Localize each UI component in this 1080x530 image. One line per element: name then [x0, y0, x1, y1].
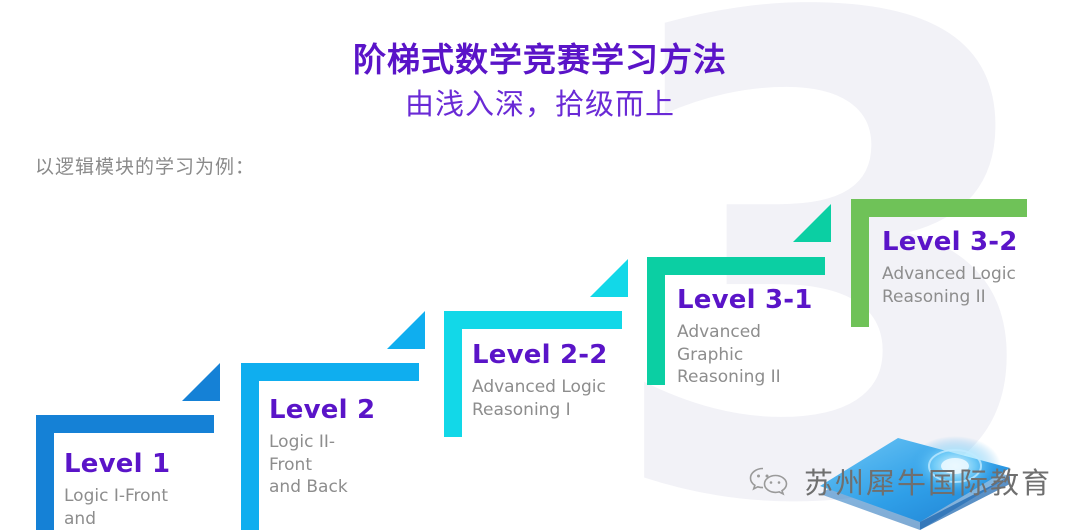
step-labels: Level 2 Logic II-Front and Back: [269, 396, 375, 499]
bracket-top-bar: [851, 199, 1027, 217]
step-description: Advanced Logic Reasoning II: [882, 263, 1016, 307]
step-arrow-icon: [387, 311, 425, 349]
bracket-left-bar: [36, 415, 54, 530]
bracket-top-bar: [241, 363, 419, 381]
bracket-left-bar: [444, 311, 462, 437]
step-level-label: Level 2-2: [472, 340, 608, 370]
bracket-top-bar: [444, 311, 622, 329]
bracket-top-bar: [647, 257, 825, 275]
step-description: Logic I-Front and Back: [64, 485, 168, 529]
step-arrow-icon: [793, 204, 831, 242]
step-labels: Level 2-2 Advanced Logic Reasoning I: [472, 341, 608, 421]
watermark-logo-text: 苏州犀牛国际教育: [803, 466, 1052, 500]
wechat-icon: [749, 467, 788, 496]
step-level-label: Level 1: [64, 449, 171, 479]
page-title: 阶梯式数学竞赛学习方法: [353, 40, 727, 79]
watermark-logo: 苏州犀牛国际教育: [748, 460, 1052, 502]
bracket-left-bar: [851, 199, 869, 327]
bracket-left-bar: [241, 363, 259, 530]
page-subtitle: 由浅入深，拾级而上: [404, 87, 675, 121]
step-level-label: Level 3-1: [677, 285, 813, 315]
step-labels: Level 1 Logic I-Front and Back: [64, 450, 170, 530]
bracket-left-bar: [647, 257, 665, 385]
step-arrow-icon: [182, 363, 220, 401]
step-level-label: Level 3-2: [882, 227, 1018, 257]
step-labels: Level 3-2 Advanced Logic Reasoning II: [882, 228, 1018, 308]
example-note: 以逻辑模块的学习为例：: [35, 156, 256, 178]
bracket-top-bar: [36, 415, 214, 433]
step-description: Logic II-Front and Back: [269, 431, 348, 498]
step-description: Advanced Graphic Reasoning II: [677, 321, 781, 388]
step-level-label: Level 2: [269, 395, 376, 425]
step-description: Advanced Logic Reasoning I: [472, 376, 606, 420]
step-labels: Level 3-1 Advanced Graphic Reasoning II: [677, 286, 813, 389]
step-arrow-icon: [590, 259, 628, 297]
